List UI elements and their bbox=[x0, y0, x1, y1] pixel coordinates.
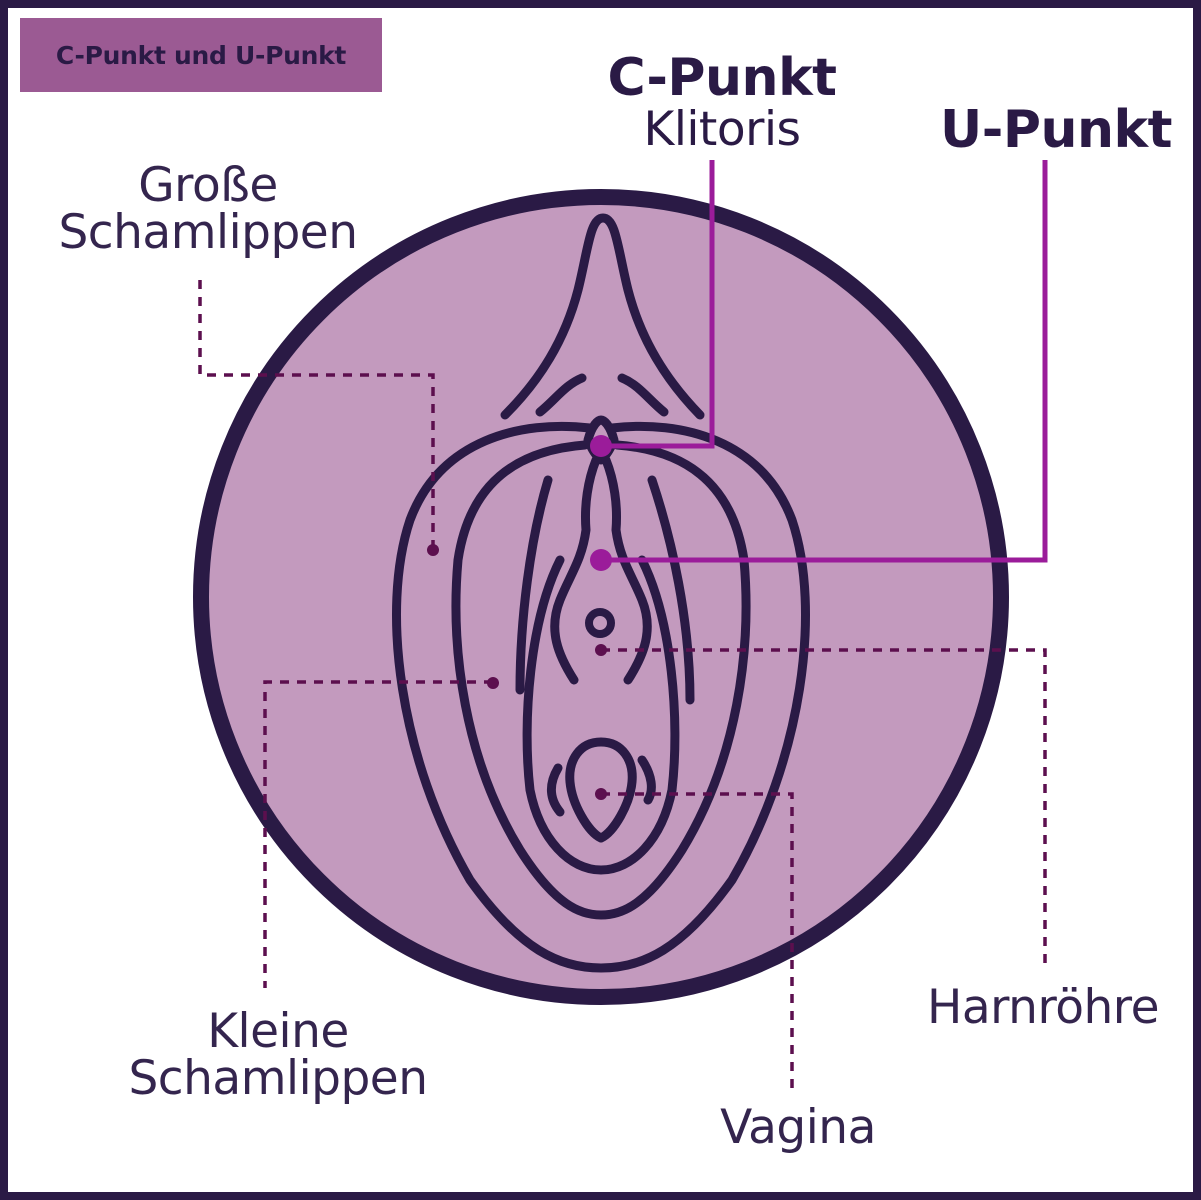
kleine-schamlippen-label: Kleine Schamlippen bbox=[98, 1008, 458, 1102]
u-punkt-leader bbox=[601, 160, 1048, 563]
c-punkt-leader bbox=[601, 160, 715, 449]
kleine-schamlippen-marker bbox=[487, 677, 499, 689]
hood-fold-right bbox=[617, 373, 669, 417]
vestibule-outline bbox=[522, 555, 680, 875]
vaginal-fold-left bbox=[547, 763, 565, 817]
grosse-schamlippen-line-1: Große bbox=[138, 158, 278, 213]
dashed-leaders bbox=[198, 280, 1047, 1088]
harnroehre-text: Harnröhre bbox=[927, 980, 1159, 1035]
harnroehre-label: Harnröhre bbox=[898, 984, 1188, 1031]
c-punkt-heading: C-Punkt bbox=[607, 48, 837, 108]
inner-fold-left bbox=[550, 455, 601, 685]
vagina-leader bbox=[601, 792, 794, 1088]
vagina-text: Vagina bbox=[720, 1100, 876, 1155]
harnroehre-leader bbox=[601, 648, 1047, 968]
vagina-label: Vagina bbox=[698, 1104, 898, 1151]
vagina-marker bbox=[595, 788, 607, 800]
line-art bbox=[392, 213, 810, 973]
urethra-ring bbox=[585, 608, 615, 638]
harnroehre-marker bbox=[595, 644, 607, 656]
grosse-schamlippen-line-2: Schamlippen bbox=[58, 205, 358, 260]
u-punkt-marker bbox=[590, 549, 612, 571]
c-punkt-label: C-Punkt Klitoris bbox=[592, 52, 852, 153]
slant-fold-left bbox=[515, 475, 553, 695]
outer-labia-outline bbox=[392, 421, 810, 973]
c-punkt-subtitle: Klitoris bbox=[643, 102, 802, 157]
kleine-schamlippen-line-1: Kleine bbox=[207, 1004, 349, 1059]
title-text: C-Punkt und U-Punkt bbox=[55, 40, 347, 70]
grosse-schamlippen-marker bbox=[427, 544, 439, 556]
kleine-schamlippen-line-2: Schamlippen bbox=[128, 1051, 428, 1106]
title-badge: C-Punkt und U-Punkt bbox=[20, 18, 382, 92]
vaginal-fold-right bbox=[637, 755, 656, 805]
hood-outline bbox=[500, 213, 705, 420]
grosse-schamlippen-leader bbox=[198, 280, 435, 548]
u-punkt-label: U-Punkt bbox=[926, 104, 1186, 156]
kleine-schamlippen-leader bbox=[263, 680, 493, 988]
grosse-schamlippen-label: Große Schamlippen bbox=[28, 162, 388, 256]
background-circle bbox=[193, 189, 1009, 1005]
u-punkt-heading: U-Punkt bbox=[940, 100, 1172, 160]
hood-fold-left bbox=[535, 373, 587, 417]
inner-fold-right bbox=[601, 455, 652, 685]
c-punkt-marker bbox=[590, 435, 612, 457]
vaginal-opening bbox=[565, 737, 637, 843]
highlight-leaders bbox=[601, 160, 1048, 563]
slant-fold-right bbox=[647, 475, 695, 705]
